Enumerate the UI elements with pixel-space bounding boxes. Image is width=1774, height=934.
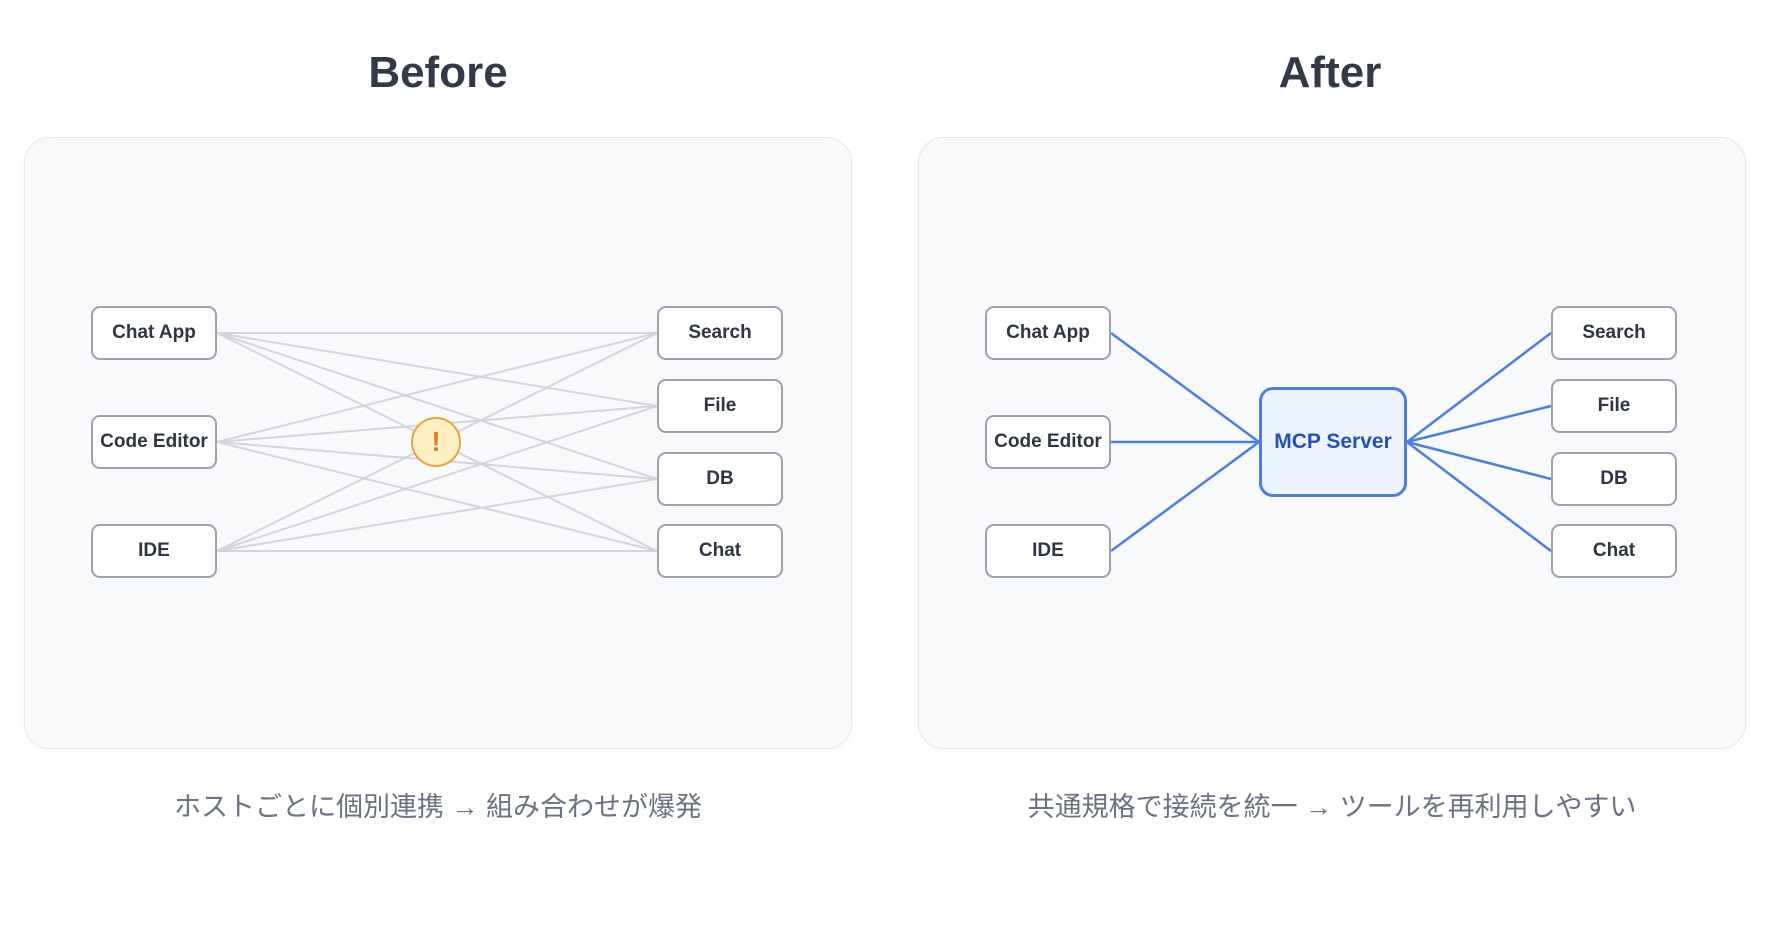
- after-tool-search: Search: [1551, 306, 1677, 360]
- after-host-chat-app: Chat App: [985, 306, 1111, 360]
- hub-tool-connection-3: [1406, 441, 1552, 552]
- after-tool-chat: Chat: [1551, 524, 1677, 578]
- after-panel: Chat App Code Editor IDE MCP Server Sear…: [918, 137, 1746, 749]
- before-tool-chat: Chat: [657, 524, 783, 578]
- after-connections: [1110, 331, 1552, 553]
- before-title: Before: [368, 48, 508, 97]
- before-caption: ホストごとに個別連携 → 組み合わせが爆発: [173, 792, 702, 822]
- mesh-connection-2-2: [216, 478, 658, 552]
- mesh-connection-0-1: [216, 332, 658, 407]
- mcp-server-hub: MCP Server: [1259, 387, 1407, 497]
- hub-tool-connection-2: [1406, 440, 1552, 481]
- mesh-connection-0-2: [216, 332, 658, 480]
- before-host-ide: IDE: [91, 524, 217, 578]
- mesh-connection-1-3: [216, 441, 658, 552]
- before-host-code-editor: Code Editor: [91, 415, 217, 469]
- mesh-connection-1-0: [216, 332, 658, 443]
- host-hub-connection-0: [1110, 331, 1260, 444]
- before-tool-db: DB: [657, 452, 783, 506]
- after-title: After: [1278, 48, 1382, 97]
- after-tool-db: DB: [1551, 452, 1677, 506]
- after-host-code-editor: Code Editor: [985, 415, 1111, 469]
- before-host-chat-app: Chat App: [91, 306, 217, 360]
- hub-tool-connection-0: [1406, 332, 1552, 443]
- warning-icon: !: [411, 417, 461, 467]
- after-caption: 共通規格で接続を統一 → ツールを再利用しやすい: [1027, 792, 1637, 822]
- host-hub-connection-2: [1110, 440, 1260, 553]
- before-tool-search: Search: [657, 306, 783, 360]
- mesh-connection-2-1: [216, 405, 658, 552]
- before-tool-file: File: [657, 379, 783, 433]
- after-host-ide: IDE: [985, 524, 1111, 578]
- before-panel: Chat App Code Editor IDE Search File DB …: [24, 137, 852, 749]
- after-tool-file: File: [1551, 379, 1677, 433]
- hub-tool-connection-1: [1406, 404, 1552, 444]
